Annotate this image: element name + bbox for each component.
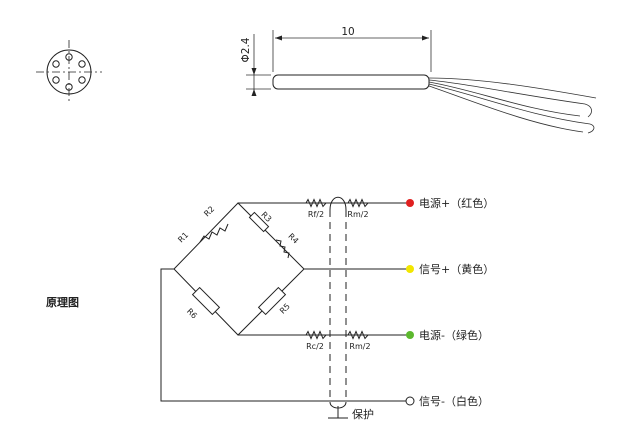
resistor-rm-top xyxy=(347,198,369,208)
probe-body xyxy=(272,74,430,90)
label-rc: Rc/2 xyxy=(306,342,324,351)
terminal-power-plus-label: 电源+（红色） xyxy=(419,196,494,210)
connector-pin xyxy=(78,76,86,84)
terminal-power-minus-label: 电源-（绿色） xyxy=(419,328,489,342)
arrow-head xyxy=(251,89,257,96)
terminal-signal-plus-label: 信号+（黄色） xyxy=(419,262,494,276)
label-r1: R1 xyxy=(176,230,190,244)
resistor-rf xyxy=(305,198,327,208)
arrow-head xyxy=(251,68,257,75)
cable-shield xyxy=(328,196,348,419)
terminal-signal-minus-label: 信号-（白色） xyxy=(419,394,489,408)
label-r4: R4 xyxy=(286,232,300,246)
resistor-rm-bottom xyxy=(347,330,369,340)
label-r2: R2 xyxy=(202,204,216,218)
resistor-r6 xyxy=(191,286,221,316)
length-label: 10 xyxy=(341,26,354,38)
connector-end-view xyxy=(36,40,102,104)
connector-pin xyxy=(52,76,60,84)
section-title: 原理图 xyxy=(46,296,79,309)
terminal-signal-minus-dot xyxy=(405,396,415,406)
terminal-power-plus-dot xyxy=(406,199,414,207)
shield-label: 保护 xyxy=(352,407,374,421)
resistor-rc xyxy=(305,330,327,340)
bridge-schematic: R1 R2 R3 R4 R6 R5 Rf/2 Rm/2 Rc/2 Rm/2 xyxy=(160,196,494,421)
arrow-head xyxy=(422,35,429,41)
resistor-r3 xyxy=(248,211,270,233)
connector-pin xyxy=(78,60,86,68)
label-rm-bottom: Rm/2 xyxy=(349,342,370,351)
lead-wires xyxy=(428,77,597,134)
resistor-r4-zigzag xyxy=(275,239,290,259)
connector-pin xyxy=(52,60,60,68)
label-rm-top: Rm/2 xyxy=(347,210,368,219)
resistor-r1-r2-zigzag xyxy=(199,223,229,243)
diameter-label: Φ2.4 xyxy=(240,37,252,62)
connector-pin xyxy=(65,83,73,91)
terminal-signal-plus-dot xyxy=(406,265,414,273)
probe-side-view: 10 Φ2.4 xyxy=(240,26,597,134)
arrow-head xyxy=(275,35,282,41)
terminal-power-minus-dot xyxy=(406,331,414,339)
wire-signal-minus xyxy=(160,268,408,402)
label-rf: Rf/2 xyxy=(308,210,324,219)
label-r5: R5 xyxy=(278,302,292,316)
connector-pin xyxy=(65,53,73,61)
label-r6: R6 xyxy=(185,307,199,321)
resistor-r5 xyxy=(257,286,287,316)
